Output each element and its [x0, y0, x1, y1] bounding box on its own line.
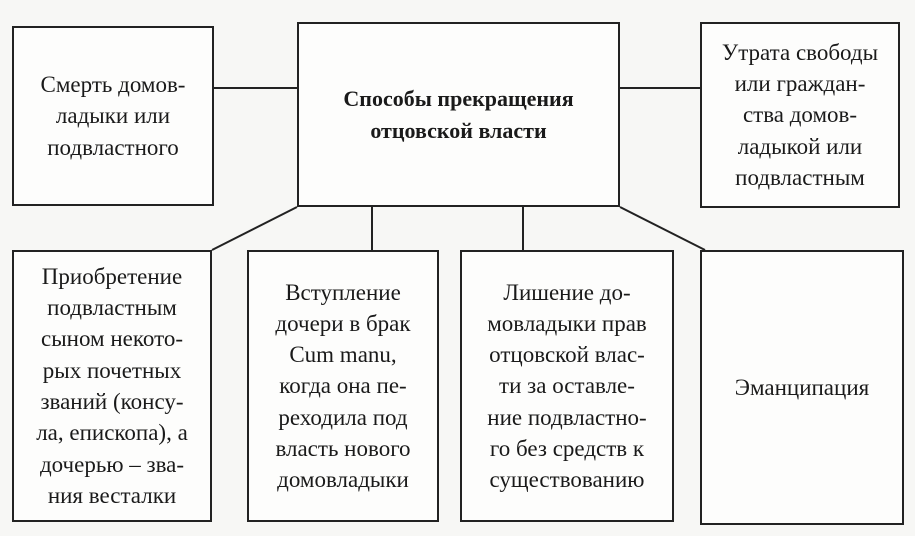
connector-bottom-1: [211, 206, 298, 251]
box-right-top: Утрата свободы или граждан- ства домов- …: [700, 22, 900, 208]
box-text-line: подвластным: [47, 295, 177, 321]
box-bottom-3: Лишение до- мовладыки прав отцовской вла…: [460, 250, 674, 522]
box-text-line: Вступление: [285, 279, 401, 305]
center-title-line: отцовской власти: [370, 117, 547, 143]
box-text-line: Cum manu,: [289, 342, 397, 368]
box-text-line: реходила под: [278, 404, 408, 430]
box-text-line: ства домов-: [742, 102, 858, 128]
box-text-line: мовладыки прав: [487, 310, 647, 336]
box-text-line: ладыкой или: [737, 133, 863, 159]
box-text-line: домовладыки: [277, 467, 409, 493]
box-text-line: Лишение до-: [503, 279, 631, 305]
box-left-top: Смерть домов- ладыки или подвластного: [12, 26, 214, 206]
box-center-title: Способы прекращения отцовской власти: [297, 22, 620, 207]
box-text-line: рых почетных: [42, 357, 182, 383]
box-text-line: ти за оставле-: [499, 373, 635, 399]
box-text-line: дочерью – зва-: [39, 451, 185, 477]
box-text-line: подвластного: [47, 134, 179, 160]
box-text-line: подвластным: [735, 164, 865, 190]
box-text-line: званий (консу-: [40, 389, 184, 414]
box-text-line: ла, епископа), а: [36, 420, 188, 446]
box-text-line: Эманципация: [734, 374, 870, 400]
box-text-line: Утрата свободы: [721, 39, 879, 65]
box-text-line: ладыки или: [55, 103, 171, 129]
center-title-line: Способы прекращения: [343, 85, 574, 111]
box-bottom-4: Эманципация: [700, 250, 904, 525]
box-text-line: Приобретение: [41, 263, 183, 289]
box-text-line: Смерть домов-: [40, 72, 186, 98]
box-text-line: или граждан-: [734, 71, 866, 97]
box-bottom-2: Вступление дочери в брак Cum manu, когда…: [247, 250, 439, 522]
box-text-line: существованию: [489, 467, 645, 493]
box-text-line: сыном некото-: [41, 326, 183, 352]
box-text-line: ния весталки: [47, 482, 177, 508]
box-bottom-1: Приобретение подвластным сыном некото- р…: [12, 250, 212, 522]
box-text-line: ние подвластно-: [487, 404, 647, 430]
box-text-line: го без средств к: [489, 435, 645, 461]
connector-bottom-4: [619, 206, 706, 251]
box-text-line: власть нового: [275, 435, 411, 461]
box-text-line: отцовской влас-: [489, 342, 645, 368]
box-text-line: дочери в брак: [275, 310, 411, 336]
box-text-line: когда она пе-: [279, 373, 407, 399]
